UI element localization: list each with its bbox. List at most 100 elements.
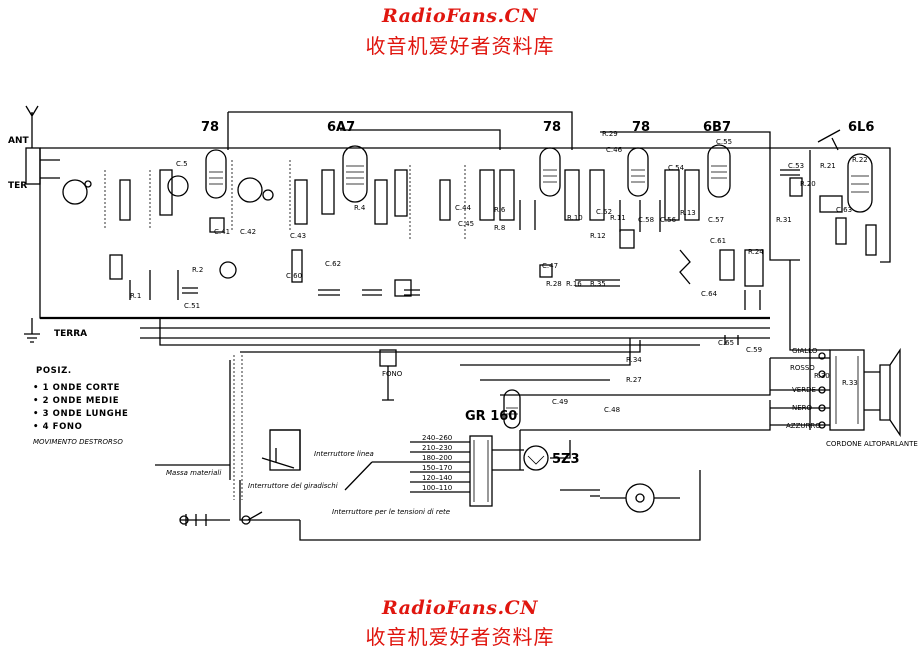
wire-nero: NERO bbox=[792, 404, 813, 412]
watermark-bottom-brand: RadioFans.CN bbox=[381, 597, 539, 619]
comp-label: R.12 bbox=[590, 232, 606, 240]
ter-label: TER bbox=[8, 181, 27, 191]
legend-item: • 2 ONDE MEDIE bbox=[33, 396, 119, 406]
comp-label: C.48 bbox=[604, 406, 620, 414]
comp-label: C.5 bbox=[176, 160, 188, 168]
main-wiring bbox=[39, 111, 891, 541]
tap-label: 240–260 bbox=[422, 434, 452, 442]
comp-label: R.1 bbox=[130, 292, 141, 300]
comp-label: C.47 bbox=[542, 262, 558, 270]
comp-label: C.65 bbox=[718, 339, 734, 347]
comp-label: R.21 bbox=[820, 162, 836, 170]
comp-label: C.62 bbox=[325, 260, 341, 268]
comp-label: R.22 bbox=[852, 156, 868, 164]
comp-label: R.28 bbox=[546, 280, 562, 288]
comp-label: R.30 bbox=[814, 372, 830, 380]
comp-label: R.10 bbox=[567, 214, 583, 222]
wire-azzurro: AZZURRO bbox=[786, 422, 821, 430]
ant-label: ANT bbox=[8, 136, 29, 146]
tube-label-6b7: 6B7 bbox=[703, 120, 731, 135]
tap-label: 120–140 bbox=[422, 474, 452, 482]
comp-label: C.42 bbox=[240, 228, 256, 236]
legend-item: • 1 ONDE CORTE bbox=[33, 383, 120, 393]
tube-label-gr160: GR 160 bbox=[465, 409, 517, 424]
tube-5z3: 5Z3 bbox=[523, 445, 580, 471]
comp-label: R.31 bbox=[776, 216, 792, 224]
power-section: FONO Massa materiali Interruttore del gi… bbox=[166, 349, 680, 526]
comp-label: R.27 bbox=[626, 376, 642, 384]
tube-78-if1: 78 bbox=[539, 120, 561, 197]
comp-label: C.57 bbox=[708, 216, 724, 224]
speaker-section: GIALLO ROSSO VERDE NERO AZZURRO CORDONE … bbox=[786, 347, 918, 448]
comp-label: C.44 bbox=[455, 204, 472, 212]
tube-6l6: 6L6 bbox=[847, 120, 874, 213]
wire-verde: VERDE bbox=[792, 386, 816, 394]
comp-label: R.6 bbox=[494, 206, 506, 214]
ground-label: TERRA bbox=[54, 329, 87, 339]
comp-label: R.34 bbox=[626, 356, 642, 364]
comp-label: R.20 bbox=[800, 180, 816, 188]
comp-label: C.51 bbox=[184, 302, 200, 310]
tube-label-78-rf: 78 bbox=[201, 120, 219, 135]
watermark-top-brand: RadioFans.CN bbox=[381, 5, 539, 27]
tube-78-rf: 78 bbox=[201, 120, 227, 199]
comp-label: C.52 bbox=[596, 208, 612, 216]
watermark-bottom-chinese: 收音机爱好者资料库 bbox=[365, 625, 555, 649]
comp-label: C.61 bbox=[710, 237, 726, 245]
comp-label: C.56 bbox=[660, 216, 677, 224]
position-legend: POSIZ. • 1 ONDE CORTE • 2 ONDE MEDIE • 3… bbox=[33, 366, 128, 446]
tube-gr160: GR 160 bbox=[465, 389, 521, 429]
comp-label: R.16 bbox=[566, 280, 582, 288]
tube-label-6a7: 6A7 bbox=[327, 120, 355, 135]
comp-label: C.41 bbox=[214, 228, 230, 236]
comp-label: C.64 bbox=[701, 290, 718, 298]
legend-item: • 4 FONO bbox=[33, 422, 82, 432]
comp-label: C.49 bbox=[552, 398, 568, 406]
comp-label: R.24 bbox=[748, 248, 764, 256]
comp-label: R.29 bbox=[602, 130, 618, 138]
comp-label: R.4 bbox=[354, 204, 366, 212]
comp-label: R.11 bbox=[610, 214, 626, 222]
comp-label: C.59 bbox=[746, 346, 762, 354]
legend-note: MOVIMENTO DESTRORSO bbox=[33, 438, 123, 446]
comp-label: C.43 bbox=[290, 232, 306, 240]
comp-label: C.46 bbox=[606, 146, 623, 154]
comp-label: R.35 bbox=[590, 280, 606, 288]
comp-label: C.58 bbox=[638, 216, 654, 224]
massa-label: Massa materiali bbox=[166, 469, 221, 477]
antenna-section: ANT TER TERRA bbox=[8, 105, 87, 343]
comp-label: C.53 bbox=[788, 162, 804, 170]
tubes: 78 6A7 78 78 6B7 6L6 bbox=[201, 120, 874, 471]
tube-label-5z3: 5Z3 bbox=[552, 452, 580, 467]
tap-label: 180–200 bbox=[422, 454, 452, 462]
legend-item: • 3 ONDE LUNGHE bbox=[33, 409, 128, 419]
comp-label: C.60 bbox=[286, 272, 302, 280]
tube-label-78-if2: 78 bbox=[632, 120, 650, 135]
interruttore-linea-label: Interruttore linea bbox=[314, 450, 374, 458]
comp-label: C.54 bbox=[668, 164, 685, 172]
tube-78-if2: 78 bbox=[627, 120, 650, 197]
comp-label: R.2 bbox=[192, 266, 203, 274]
wire-giallo: GIALLO bbox=[792, 347, 818, 355]
tap-label: 210–230 bbox=[422, 444, 452, 452]
cordone-label: CORDONE ALTOPARLANTE bbox=[826, 440, 918, 448]
comp-label: R.33 bbox=[842, 379, 858, 387]
watermark-top-chinese: 收音机爱好者资料库 bbox=[365, 34, 555, 58]
comp-label: C.63 bbox=[836, 206, 852, 214]
comp-label: C.55 bbox=[716, 138, 732, 146]
fono-label: FONO bbox=[382, 370, 403, 378]
interruttore-giradischi-label: Interruttore del giradischi bbox=[248, 482, 338, 490]
tube-label-78-if1: 78 bbox=[543, 120, 561, 135]
tap-label: 100–110 bbox=[422, 484, 452, 492]
legend-title: POSIZ. bbox=[36, 366, 72, 376]
comp-label: C.45 bbox=[458, 220, 474, 228]
tap-label: 150–170 bbox=[422, 464, 452, 472]
comp-label: R.13 bbox=[680, 209, 696, 217]
interruttore-tensioni-label: Interruttore per le tensioni di rete bbox=[332, 508, 450, 516]
comp-label: R.8 bbox=[494, 224, 505, 232]
tube-6a7: 6A7 bbox=[327, 120, 368, 203]
components bbox=[62, 129, 877, 345]
tube-6b7: 6B7 bbox=[703, 120, 731, 198]
component-label-group: C.5 C.41 C.42 C.43 C.44 C.45 C.46 C.47 C… bbox=[130, 130, 868, 414]
